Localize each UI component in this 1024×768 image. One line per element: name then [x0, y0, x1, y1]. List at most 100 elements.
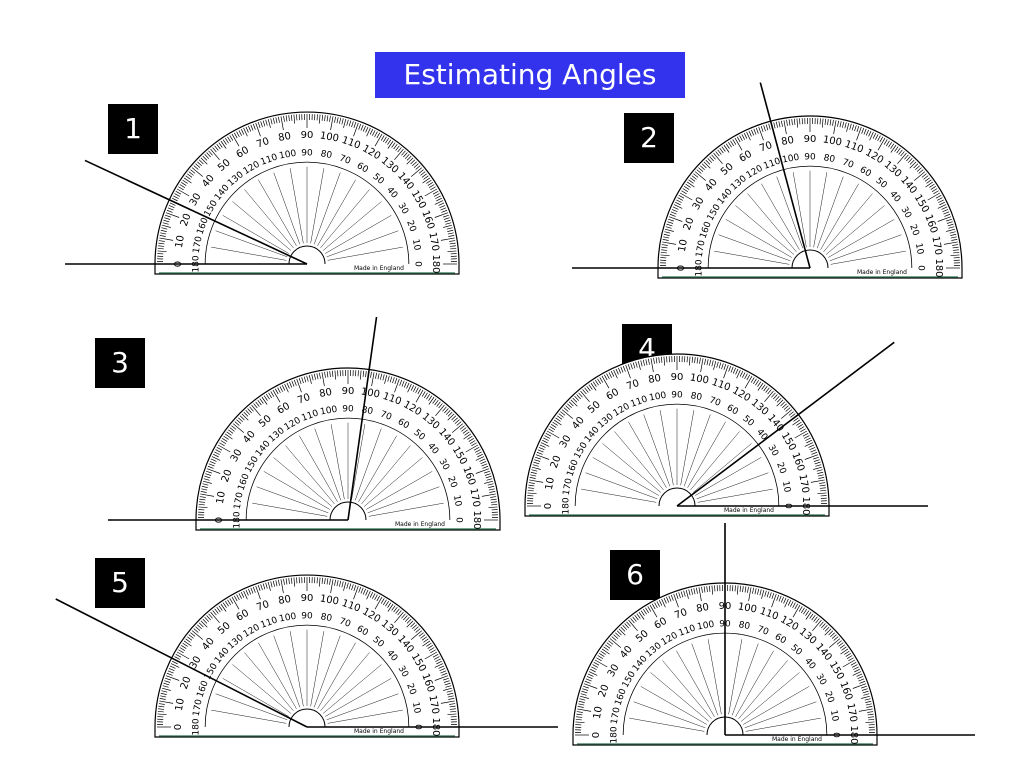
- tick-mark: [293, 379, 297, 386]
- tick-mark: [231, 133, 240, 147]
- tick-mark: [716, 361, 719, 368]
- tick-mark: [433, 656, 440, 660]
- tick-mark: [210, 458, 217, 462]
- tick-mark: [434, 399, 439, 406]
- tick-mark: [432, 190, 439, 195]
- protractor-2: 0102030405060708090100110120130140150160…: [572, 82, 963, 279]
- tick-mark: [174, 656, 181, 660]
- tick-mark: [859, 680, 866, 684]
- tick-mark: [775, 121, 778, 128]
- tick-mark: [383, 599, 387, 606]
- tick-mark: [576, 713, 583, 716]
- tick-mark: [286, 382, 290, 389]
- radial-spoke: [310, 168, 325, 244]
- radial-spoke: [816, 176, 844, 249]
- radial-spoke: [258, 179, 297, 246]
- center-semicircle: [791, 249, 829, 269]
- maker-label: Made in England: [354, 728, 404, 735]
- tick-mark: [821, 623, 826, 629]
- tick-mark: [837, 120, 839, 127]
- tick-mark: [164, 217, 171, 220]
- tick-mark: [157, 713, 167, 716]
- radial-spoke: [714, 250, 790, 265]
- outer-scale-label: 90: [804, 134, 817, 145]
- tick-mark: [890, 144, 897, 153]
- tick-mark: [260, 584, 263, 591]
- radial-spoke: [731, 643, 759, 716]
- tick-mark: [201, 485, 208, 488]
- tick-mark: [449, 708, 456, 710]
- inner-scale-arc: [574, 403, 780, 507]
- tick-mark: [594, 659, 608, 668]
- tick-mark: [730, 140, 734, 147]
- inner-scale-label: 20: [404, 219, 417, 233]
- tick-mark: [182, 642, 188, 647]
- tick-mark: [306, 375, 309, 382]
- inner-scale-label: 10: [913, 242, 925, 255]
- tick-mark: [783, 120, 787, 135]
- tick-mark: [225, 601, 229, 607]
- angle-arm-line: [347, 316, 378, 521]
- tick-mark: [236, 419, 242, 424]
- tick-mark: [824, 628, 832, 636]
- center-semicircle: [288, 708, 326, 728]
- tick-mark: [624, 623, 629, 629]
- tick-mark: [579, 698, 586, 701]
- tick-mark: [615, 632, 620, 638]
- inner-scale-arc: [245, 417, 451, 521]
- inner-scale-label: 80: [320, 612, 333, 624]
- problem-label-1: 1: [108, 104, 158, 154]
- tick-mark: [851, 124, 855, 131]
- tick-mark: [410, 159, 416, 165]
- tick-mark: [673, 593, 679, 608]
- tick-mark: [831, 634, 837, 639]
- tick-mark: [535, 456, 541, 460]
- radial-spoke: [728, 639, 743, 715]
- tick-mark: [391, 605, 396, 611]
- tick-mark: [440, 207, 447, 211]
- tick-mark: [255, 585, 261, 600]
- tick-mark: [412, 624, 417, 630]
- tick-mark: [351, 584, 354, 591]
- tick-mark: [313, 373, 316, 380]
- tick-mark: [360, 587, 364, 594]
- tick-mark: [484, 473, 491, 476]
- tick-mark: [821, 118, 824, 128]
- tick-mark: [804, 442, 814, 447]
- tick-mark: [528, 487, 535, 489]
- tick-mark: [288, 578, 290, 585]
- tick-mark: [262, 583, 266, 590]
- outer-scale-label: 0: [591, 732, 602, 738]
- tick-mark: [190, 632, 196, 637]
- tick-mark: [371, 372, 375, 387]
- outer-scale-label: 60: [275, 401, 292, 417]
- tick-mark: [848, 657, 854, 662]
- tick-mark: [450, 247, 457, 250]
- tick-mark: [172, 197, 178, 202]
- tick-mark: [542, 439, 548, 444]
- tick-mark: [434, 212, 449, 218]
- tick-mark: [206, 152, 211, 158]
- tick-mark: [462, 429, 469, 434]
- tick-mark: [553, 419, 562, 426]
- tick-mark: [811, 451, 818, 455]
- tick-mark: [763, 385, 768, 392]
- tick-mark: [403, 615, 408, 621]
- tick-mark: [257, 122, 261, 128]
- radial-spoke: [747, 193, 797, 253]
- maker-label: Made in England: [724, 507, 774, 514]
- tick-mark: [435, 658, 441, 662]
- tick-mark: [952, 249, 959, 251]
- tick-mark: [334, 370, 337, 380]
- tick-mark: [661, 598, 666, 608]
- tick-mark: [369, 129, 374, 135]
- tick-mark: [473, 446, 480, 451]
- tick-mark: [833, 120, 837, 135]
- tick-mark: [794, 603, 799, 610]
- tick-mark: [578, 703, 585, 706]
- radial-spoke: [313, 635, 341, 708]
- tick-mark: [329, 371, 331, 378]
- tick-mark: [280, 579, 284, 594]
- tick-mark: [783, 597, 787, 604]
- tick-mark: [661, 246, 668, 249]
